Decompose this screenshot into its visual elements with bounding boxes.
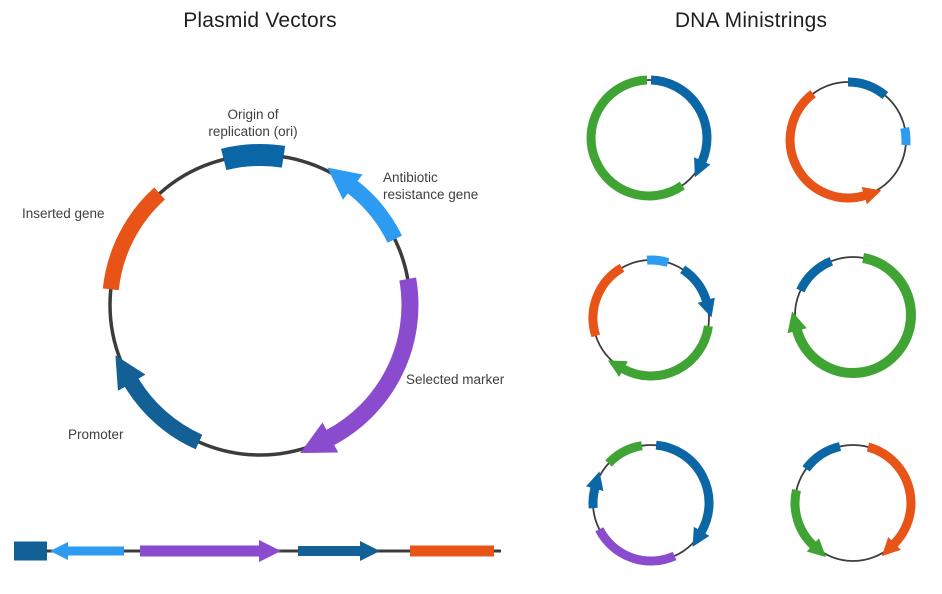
ministring-4-green-segment xyxy=(787,252,916,378)
ministrings-grid xyxy=(586,75,916,566)
right-panel-title: DNA Ministrings xyxy=(674,9,828,32)
ori-segment xyxy=(221,144,286,171)
ministring-6-green-segment xyxy=(790,488,827,558)
antibiotic-resistance-arrow xyxy=(327,167,402,243)
ministring-5-purple-segment xyxy=(595,527,677,566)
ministring-2-dark_blue-segment xyxy=(847,77,889,100)
linear-ori-block xyxy=(14,541,47,561)
linear-inserted-block xyxy=(410,545,494,557)
inserted-gene-segment xyxy=(102,187,166,291)
ministring-3-orange-segment xyxy=(588,263,625,338)
label-selected-marker: Selected marker xyxy=(406,372,505,387)
ministring-1-green-segment xyxy=(586,75,685,201)
linear-map xyxy=(14,540,501,562)
plasmid-map xyxy=(102,144,419,457)
ministring-6-orange-segment xyxy=(866,442,916,557)
promoter-arrow xyxy=(115,355,203,450)
ministring-2-light_blue-segment xyxy=(900,126,911,146)
left-panel-title: Plasmid Vectors xyxy=(183,9,337,32)
label-antibiotic-resistance-gene: Antibiotic resistance gene xyxy=(383,170,479,202)
ministring-6-dark_blue-segment xyxy=(802,442,842,472)
ministring-5-dark_blue-segment xyxy=(586,471,604,509)
ministring-3-light_blue-segment xyxy=(646,255,670,267)
ministring-4-dark_blue-segment xyxy=(796,257,834,293)
ministring-5-green-segment xyxy=(605,441,643,467)
selected-marker-arrow xyxy=(300,277,419,454)
ministring-3-dark_blue-segment xyxy=(679,265,715,318)
ministring-2-orange-segment xyxy=(785,90,882,205)
label-origin-of-replication: Origin of replication (ori) xyxy=(208,107,298,139)
ministring-5-dark_blue-segment xyxy=(655,440,714,547)
ministring-3-green-segment xyxy=(607,325,713,381)
label-promoter: Promoter xyxy=(68,427,124,442)
label-inserted-gene: Inserted gene xyxy=(22,206,105,221)
ministring-1-dark_blue-segment xyxy=(650,75,712,178)
